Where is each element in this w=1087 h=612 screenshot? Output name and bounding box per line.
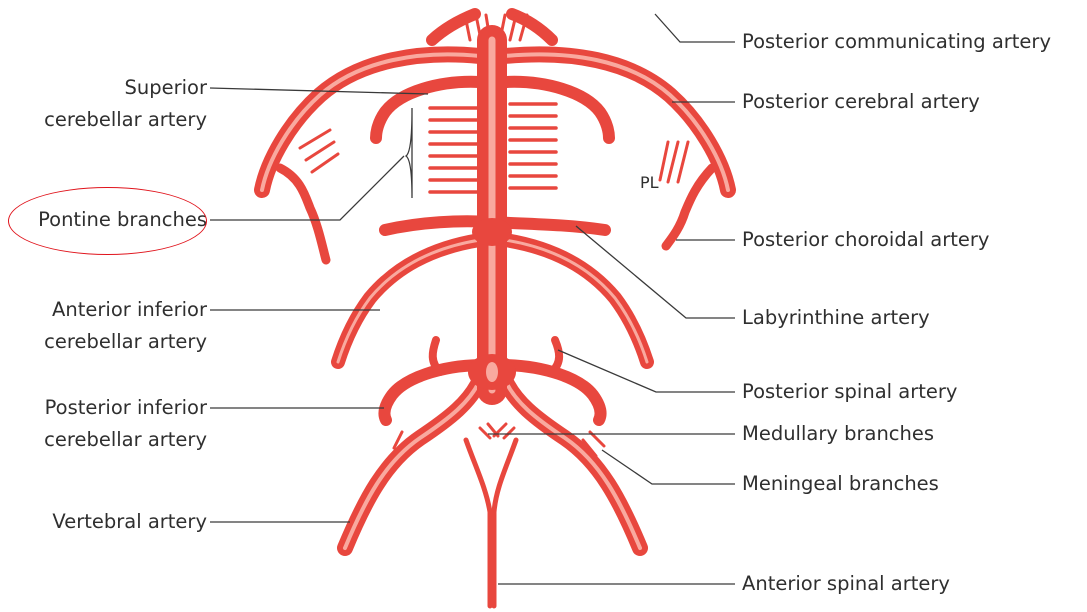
label-posterior-cerebral-artery: Posterior cerebral artery (742, 90, 980, 114)
label-anterior-inferior-cerebellar-artery-line2: cerebellar artery (44, 330, 207, 354)
label-posterior-spinal-artery: Posterior spinal artery (742, 380, 957, 404)
anterior-spinal-artery (466, 440, 516, 606)
posterior-choroidal-artery-right (666, 168, 712, 246)
label-superior-cerebellar-artery-line1: Superior (125, 76, 208, 100)
anterior-inferior-cerebellar-artery-right (505, 240, 647, 362)
label-anterior-inferior-cerebellar-artery-line1: Anterior inferior (52, 298, 207, 322)
label-posterior-communicating-artery: Posterior communicating artery (742, 30, 1051, 54)
label-posterior-inferior-cerebellar-artery-line2: cerebellar artery (44, 428, 207, 452)
posterior-choroidal-artery-left (280, 168, 326, 260)
basilar-artery (468, 40, 516, 390)
leader-lines (210, 14, 735, 584)
anterior-inferior-cerebellar-artery-left (338, 240, 480, 362)
label-posterior-choroidal-artery: Posterior choroidal artery (742, 228, 989, 252)
label-vertebral-artery: Vertebral artery (52, 510, 207, 534)
vertebral-artery-left (345, 380, 480, 548)
label-pl: PL (640, 173, 659, 192)
label-posterior-inferior-cerebellar-artery-line1: Posterior inferior (45, 396, 207, 420)
vertebral-artery-right (505, 380, 640, 548)
label-meningeal-branches: Meningeal branches (742, 472, 939, 496)
label-medullary-branches: Medullary branches (742, 422, 934, 446)
pontine-branches-highlight-ring (8, 187, 207, 255)
label-anterior-spinal-artery: Anterior spinal artery (742, 572, 950, 596)
superior-cerebellar-artery-left (376, 82, 480, 138)
label-labyrinthine-artery: Labyrinthine artery (742, 306, 930, 330)
posterior-cerebral-artery-right (505, 54, 728, 190)
label-superior-cerebellar-artery-line2: cerebellar artery (44, 108, 207, 132)
